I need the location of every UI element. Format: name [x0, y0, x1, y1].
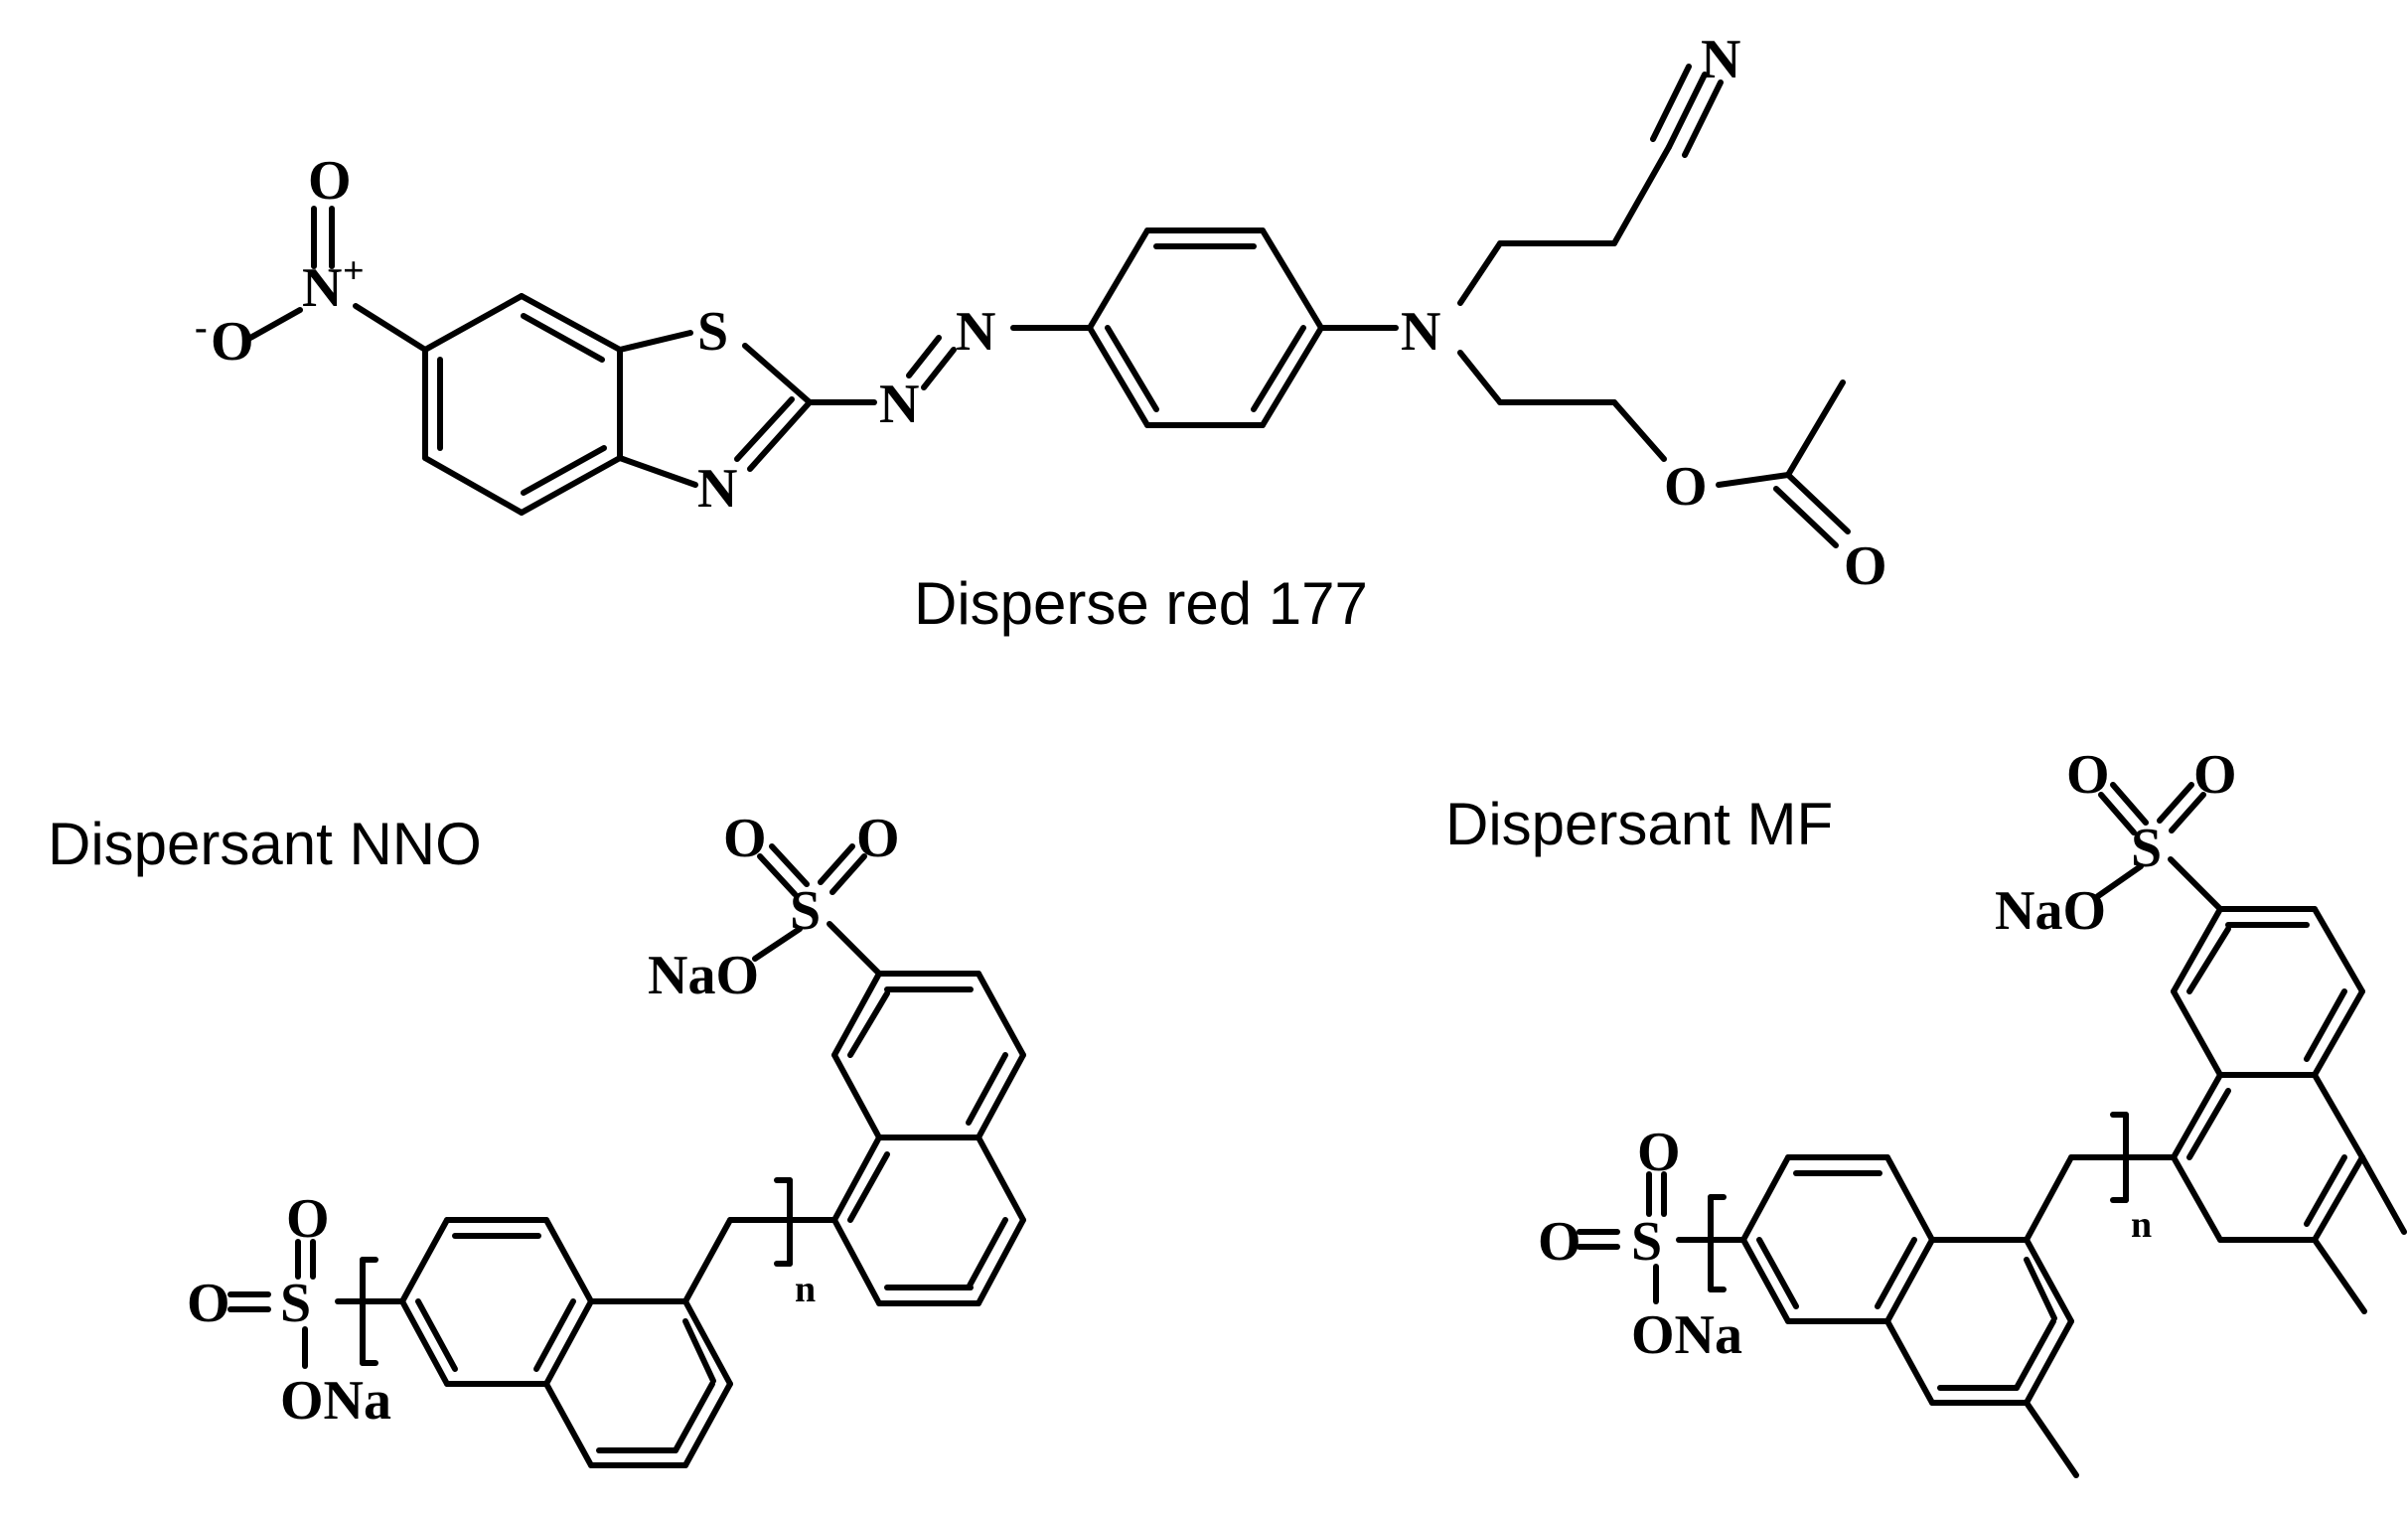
nno-lower-naphthalene — [399, 1217, 733, 1468]
nno-sulfonate-oxygen-left: O — [723, 808, 767, 869]
mf-lower-oxygen-top: O — [1637, 1122, 1681, 1183]
mf-upper-sulfonate-bonds — [2095, 782, 2223, 912]
mf-sodium-oxide: NaO — [1995, 880, 2106, 942]
mf-repeat-n: n — [2131, 1204, 2152, 1246]
mf-lower-sulfonate-bonds — [1577, 1171, 1746, 1304]
nno-upper-sulfonate-bonds — [752, 843, 882, 977]
nitro-minus-charge: - — [195, 307, 208, 349]
mf-lower-sodium-oxide: ONa — [1631, 1304, 1742, 1366]
nno-repeat-n: n — [795, 1269, 816, 1310]
nno-lower-sulfonate-bonds — [227, 1239, 405, 1369]
ester-oxygen: O — [1664, 456, 1708, 518]
nno-lower-sodium-oxide: ONa — [280, 1370, 391, 1432]
nitro-plus-charge: + — [343, 250, 365, 292]
nitro-oxygen-left: O — [211, 311, 254, 373]
nitro-oxygen-top: O — [308, 150, 352, 212]
mf-upper-naphthalene — [2171, 906, 2407, 1314]
nno-sodium-oxide: NaO — [648, 945, 759, 1006]
nno-sulfonate-oxygen-right: O — [856, 808, 900, 869]
mf-sulfonate-oxygen-right: O — [2193, 744, 2237, 806]
nno-methylene-bridge — [682, 1177, 837, 1304]
nno-lower-sulfur: S — [280, 1273, 311, 1334]
nitrile-nitrogen: N — [1701, 29, 1740, 90]
mf-lower-naphthalene — [1740, 1154, 2079, 1478]
caption-dispersant-mf: Dispersant MF — [1445, 791, 1833, 857]
nno-upper-naphthalene — [831, 971, 1026, 1306]
amine-side-chains — [1318, 64, 1851, 548]
azo-nitrogen-2: N — [956, 301, 995, 363]
amine-nitrogen: N — [1401, 301, 1440, 363]
carbonyl-oxygen: O — [1844, 535, 1887, 597]
benzothiazole-benzene-ring — [422, 293, 623, 516]
mf-lower-sulfur: S — [1631, 1211, 1662, 1273]
caption-disperse-red-177: Disperse red 177 — [914, 570, 1368, 637]
mf-lower-oxygen-left: O — [1538, 1211, 1581, 1273]
mf-sulfonate-oxygen-left: O — [2066, 744, 2110, 806]
thiazole-nitrogen: N — [697, 458, 737, 520]
disperse-red-177-structure: O N + O - S N N N N N O O — [195, 29, 1887, 597]
thiazole-ring — [617, 330, 813, 488]
nno-sulfonate-sulfur: S — [790, 880, 821, 942]
mf-methylene-bridge — [2024, 1112, 2177, 1243]
nno-lower-oxygen-left: O — [187, 1273, 230, 1334]
nno-lower-oxygen-top: O — [286, 1188, 330, 1250]
dispersant-nno-structure: O O S NaO n O O S ONa — [187, 808, 1026, 1468]
dispersant-mf-structure: O O S NaO n O O S ONa — [1538, 744, 2407, 1478]
azo-nitrogen-1: N — [879, 374, 919, 435]
mf-sulfonate-sulfur: S — [2131, 818, 2162, 879]
nitro-nitrogen: N — [302, 257, 342, 319]
thiazole-sulfur: S — [697, 301, 728, 363]
nitro-group-bonds — [247, 206, 428, 353]
caption-dispersant-nno: Dispersant NNO — [48, 811, 482, 877]
azo-linkage-bonds — [807, 325, 1093, 405]
phenylene-ring — [1087, 227, 1324, 428]
